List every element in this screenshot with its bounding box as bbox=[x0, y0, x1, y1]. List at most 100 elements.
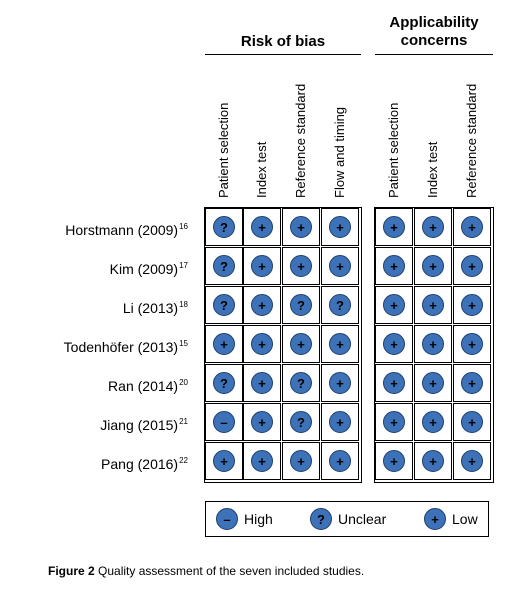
risk-cell: + bbox=[321, 364, 359, 402]
risk-cell: + bbox=[243, 364, 281, 402]
risk-cell: + bbox=[282, 442, 320, 480]
study-label: Li (2013)18 bbox=[20, 296, 188, 317]
plus-icon: + bbox=[251, 255, 273, 277]
question-icon: ? bbox=[329, 294, 351, 316]
applicability-cell: + bbox=[375, 286, 413, 324]
plus-icon: + bbox=[461, 372, 483, 394]
minus-icon: – bbox=[213, 411, 235, 433]
caption-text: Quality assessment of the seven included… bbox=[98, 564, 365, 578]
study-reference: 22 bbox=[179, 456, 188, 465]
plus-icon: + bbox=[383, 255, 405, 277]
risk-cell: + bbox=[205, 325, 243, 363]
applicability-cell: + bbox=[453, 247, 491, 285]
plus-icon: + bbox=[290, 450, 312, 472]
study-name: Li (2013) bbox=[122, 300, 179, 316]
legend-item-low: + Low bbox=[424, 508, 478, 530]
study-reference: 18 bbox=[179, 300, 188, 309]
plus-icon: + bbox=[251, 294, 273, 316]
study-reference: 16 bbox=[179, 222, 188, 231]
study-label: Jiang (2015)21 bbox=[20, 413, 188, 434]
risk-cell: + bbox=[321, 442, 359, 480]
question-icon: ? bbox=[310, 508, 332, 530]
study-label: Ran (2014)20 bbox=[20, 374, 188, 395]
applicability-header-line1: Applicability bbox=[389, 14, 479, 31]
plus-icon: + bbox=[383, 411, 405, 433]
risk-cell: + bbox=[321, 208, 359, 246]
plus-icon: + bbox=[422, 450, 444, 472]
study-name: Ran (2014) bbox=[108, 378, 179, 394]
legend-label-unclear: Unclear bbox=[338, 511, 387, 527]
column-header-app-1: Index test bbox=[425, 141, 440, 198]
plus-icon: + bbox=[422, 372, 444, 394]
plus-icon: + bbox=[290, 216, 312, 238]
caption-prefix: Figure 2 bbox=[48, 564, 95, 578]
risk-cell: + bbox=[243, 403, 281, 441]
plus-icon: + bbox=[251, 450, 273, 472]
plus-icon: + bbox=[422, 333, 444, 355]
plus-icon: + bbox=[383, 372, 405, 394]
risk-cell: + bbox=[205, 442, 243, 480]
applicability-cell: + bbox=[375, 403, 413, 441]
risk-cell: + bbox=[282, 247, 320, 285]
question-icon: ? bbox=[213, 255, 235, 277]
plus-icon: + bbox=[251, 372, 273, 394]
risk-cell: + bbox=[321, 325, 359, 363]
plus-icon: + bbox=[422, 216, 444, 238]
study-name: Pang (2016) bbox=[101, 456, 179, 472]
study-label: Horstmann (2009)16 bbox=[20, 218, 188, 239]
study-reference: 15 bbox=[179, 339, 188, 348]
plus-icon: + bbox=[383, 216, 405, 238]
risk-cell: + bbox=[282, 325, 320, 363]
column-header-risk-0: Patient selection bbox=[216, 102, 231, 198]
plus-icon: + bbox=[329, 255, 351, 277]
legend-label-low: Low bbox=[452, 511, 478, 527]
risk-cell: – bbox=[205, 403, 243, 441]
plus-icon: + bbox=[251, 411, 273, 433]
applicability-cell: + bbox=[375, 442, 413, 480]
figure-caption: Figure 2 Quality assessment of the seven… bbox=[48, 564, 364, 578]
applicability-cell: + bbox=[453, 325, 491, 363]
question-icon: ? bbox=[290, 372, 312, 394]
column-header-risk-1: Index test bbox=[254, 141, 269, 198]
column-header-app-0: Patient selection bbox=[386, 102, 401, 198]
column-header-app-2: Reference standard bbox=[464, 83, 479, 198]
study-label: Todenhöfer (2013)15 bbox=[20, 335, 188, 356]
risk-cell: + bbox=[243, 325, 281, 363]
applicability-cell: + bbox=[375, 364, 413, 402]
question-icon: ? bbox=[213, 216, 235, 238]
applicability-cell: + bbox=[414, 286, 452, 324]
plus-icon: + bbox=[422, 411, 444, 433]
applicability-cell: + bbox=[453, 286, 491, 324]
plus-icon: + bbox=[383, 333, 405, 355]
plus-icon: + bbox=[251, 216, 273, 238]
column-header-risk-3: Flow and timing bbox=[332, 106, 347, 198]
applicability-cell: + bbox=[375, 325, 413, 363]
column-header-risk-2: Reference standard bbox=[293, 83, 308, 198]
applicability-cell: + bbox=[414, 247, 452, 285]
risk-cell: ? bbox=[282, 286, 320, 324]
plus-icon: + bbox=[461, 333, 483, 355]
plus-icon: + bbox=[383, 450, 405, 472]
risk-cell: ? bbox=[205, 286, 243, 324]
risk-cell: + bbox=[243, 286, 281, 324]
applicability-header-line2: concerns bbox=[400, 32, 468, 49]
risk-of-bias-grid bbox=[204, 207, 362, 483]
applicability-cell: + bbox=[414, 442, 452, 480]
applicability-cell: + bbox=[375, 247, 413, 285]
study-reference: 20 bbox=[179, 378, 188, 387]
plus-icon: + bbox=[424, 508, 446, 530]
risk-cell: + bbox=[321, 247, 359, 285]
risk-cell: + bbox=[243, 442, 281, 480]
plus-icon: + bbox=[329, 411, 351, 433]
plus-icon: + bbox=[461, 450, 483, 472]
applicability-cell: + bbox=[414, 364, 452, 402]
legend-item-unclear: ? Unclear bbox=[310, 508, 386, 530]
plus-icon: + bbox=[329, 216, 351, 238]
applicability-cell: + bbox=[453, 208, 491, 246]
study-name: Todenhöfer (2013) bbox=[63, 339, 179, 355]
applicability-cell: + bbox=[453, 442, 491, 480]
risk-cell: ? bbox=[205, 364, 243, 402]
risk-cell: ? bbox=[282, 403, 320, 441]
study-reference: 21 bbox=[179, 417, 188, 426]
plus-icon: + bbox=[329, 372, 351, 394]
